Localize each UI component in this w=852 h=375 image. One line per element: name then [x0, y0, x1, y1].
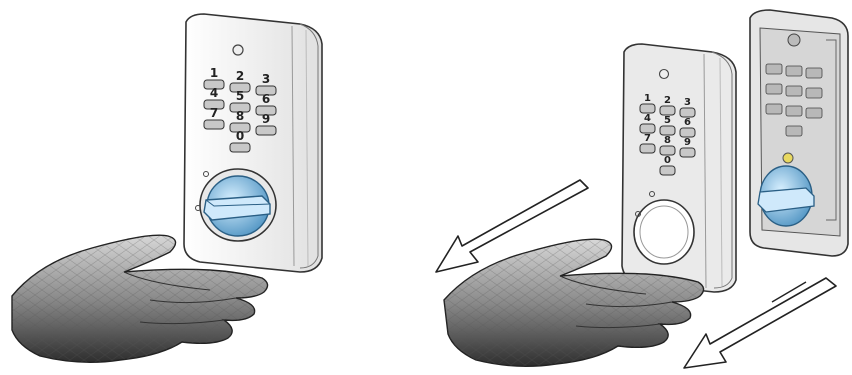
keypad-key-label: 7 [644, 133, 651, 144]
keypad-key-label: 5 [664, 115, 671, 126]
keypad-key-label: 3 [684, 97, 691, 108]
keypad-key-label: 6 [684, 117, 691, 128]
keypad-key-label: 2 [664, 95, 671, 106]
keypad-key-label: 4 [644, 113, 651, 124]
keypad-key-label: 0 [236, 129, 244, 143]
keypad-key-label: 2 [236, 69, 244, 83]
keypad-key-label: 5 [236, 89, 244, 103]
keypad-key-label: 3 [262, 72, 270, 86]
right-cover-screw-icon [660, 70, 669, 79]
left-screw-icon [233, 45, 243, 55]
right-front-cover [622, 44, 736, 292]
right-back-housing [750, 10, 848, 256]
keypad-key-label: 9 [262, 112, 270, 126]
right-back-screw-icon [788, 34, 800, 46]
left-panel: 1 2 3 4 5 6 7 8 9 0 [12, 14, 322, 362]
right-panel: 1 2 3 4 5 6 7 8 9 0 [436, 10, 848, 368]
keypad-key-label: 1 [210, 66, 218, 80]
keypad-key-label: 9 [684, 137, 691, 148]
keypad-key-label: 8 [664, 135, 671, 146]
keypad-key-label: 8 [236, 109, 244, 123]
keypad-key-label: 0 [664, 155, 671, 166]
keypad-key-label: 1 [644, 93, 651, 104]
keypad-key-label: 7 [210, 106, 218, 120]
keypad-key-label: 4 [210, 86, 218, 100]
keypad-key-label: 6 [262, 92, 270, 106]
